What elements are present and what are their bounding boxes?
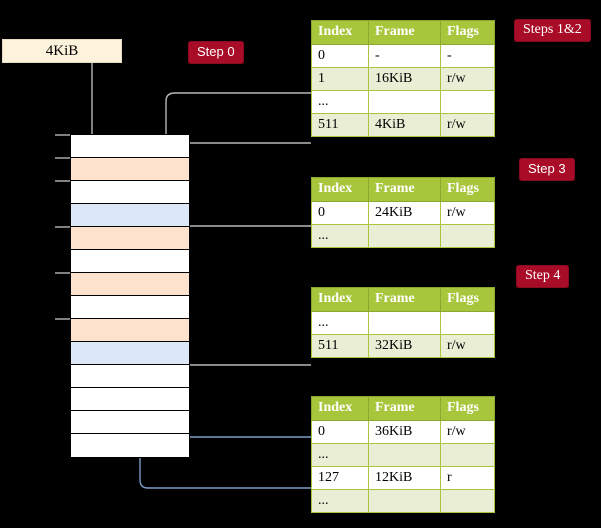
cell-index: 0 — [311, 420, 369, 444]
memory-frame-row — [71, 158, 189, 181]
memory-frame-row — [71, 181, 189, 204]
memory-tick — [55, 157, 70, 159]
cell-flags: r/w — [440, 67, 495, 91]
table-row: ... — [311, 489, 495, 513]
table-row: ... — [311, 224, 495, 248]
badge-step-4: Step 4 — [516, 265, 570, 288]
column-header-frame: Frame — [368, 177, 441, 202]
cell-frame: 32KiB — [368, 334, 441, 358]
badge-steps-1-2: Steps 1&2 — [514, 19, 591, 42]
cell-flags: - — [440, 44, 495, 68]
cell-index: 1 — [311, 67, 369, 91]
badge-label: Step 3 — [528, 161, 566, 176]
cell-frame: 24KiB — [368, 201, 441, 225]
cell-frame — [368, 489, 441, 513]
memory-tick — [55, 272, 70, 274]
memory-frame-row — [71, 411, 189, 434]
memory-tick — [55, 226, 70, 228]
memory-frame-row — [71, 319, 189, 342]
cell-flags — [440, 443, 495, 467]
badge-step-3: Step 3 — [519, 158, 575, 181]
badge-label: Steps 1&2 — [523, 22, 582, 37]
memory-frame-row — [71, 365, 189, 388]
page-box-label: 4KiB — [45, 42, 79, 59]
memory-frame-row — [71, 204, 189, 227]
cell-flags — [440, 489, 495, 513]
cell-flags: r/w — [440, 113, 495, 137]
cell-index: ... — [311, 443, 369, 467]
cell-frame: 12KiB — [368, 466, 441, 490]
cell-flags: r — [440, 466, 495, 490]
table-row: ... — [311, 90, 495, 114]
memory-frame-row — [71, 250, 189, 273]
table-row: ... — [311, 443, 495, 467]
cell-index: ... — [311, 224, 369, 248]
cell-index: 0 — [311, 44, 369, 68]
column-header-flags: Flags — [440, 396, 495, 421]
cell-frame — [368, 311, 441, 335]
memory-frame-row — [71, 434, 189, 457]
memory-tick — [55, 318, 70, 320]
cell-flags — [440, 224, 495, 248]
cell-index: ... — [311, 311, 369, 335]
cell-flags: r/w — [440, 201, 495, 225]
memory-frame-row — [71, 227, 189, 250]
cell-flags: r/w — [440, 334, 495, 358]
cell-index: 511 — [311, 113, 369, 137]
column-header-frame: Frame — [368, 20, 441, 45]
table-row: ... — [311, 311, 495, 335]
cell-index: ... — [311, 489, 369, 513]
memory-frame-column — [70, 134, 190, 458]
memory-frame-row — [71, 296, 189, 319]
column-header-flags: Flags — [440, 287, 495, 312]
page-box-4kib: 4KiB — [2, 39, 122, 63]
column-header-index: Index — [311, 396, 369, 421]
cell-index: 0 — [311, 201, 369, 225]
cell-flags — [440, 90, 495, 114]
cell-flags — [440, 311, 495, 335]
column-header-flags: Flags — [440, 177, 495, 202]
cell-index: 511 — [311, 334, 369, 358]
memory-tick — [55, 134, 70, 136]
column-header-index: Index — [311, 20, 369, 45]
memory-frame-row — [71, 388, 189, 411]
cell-index: ... — [311, 90, 369, 114]
cell-index: 127 — [311, 466, 369, 490]
cell-flags: r/w — [440, 420, 495, 444]
table-row: 0-- — [311, 44, 495, 68]
cell-frame: - — [368, 44, 441, 68]
cell-frame — [368, 90, 441, 114]
cell-frame: 36KiB — [368, 420, 441, 444]
cell-frame — [368, 443, 441, 467]
column-header-index: Index — [311, 177, 369, 202]
badge-label: Step 0 — [197, 44, 235, 59]
badge-label: Step 4 — [525, 268, 561, 283]
column-header-frame: Frame — [368, 396, 441, 421]
column-header-frame: Frame — [368, 287, 441, 312]
memory-frame-row — [71, 273, 189, 296]
column-header-flags: Flags — [440, 20, 495, 45]
cell-frame — [368, 224, 441, 248]
memory-tick — [55, 180, 70, 182]
memory-frame-row — [71, 135, 189, 158]
cell-frame: 16KiB — [368, 67, 441, 91]
badge-step-0: Step 0 — [188, 41, 244, 64]
column-header-index: Index — [311, 287, 369, 312]
cell-frame: 4KiB — [368, 113, 441, 137]
memory-frame-row — [71, 342, 189, 365]
